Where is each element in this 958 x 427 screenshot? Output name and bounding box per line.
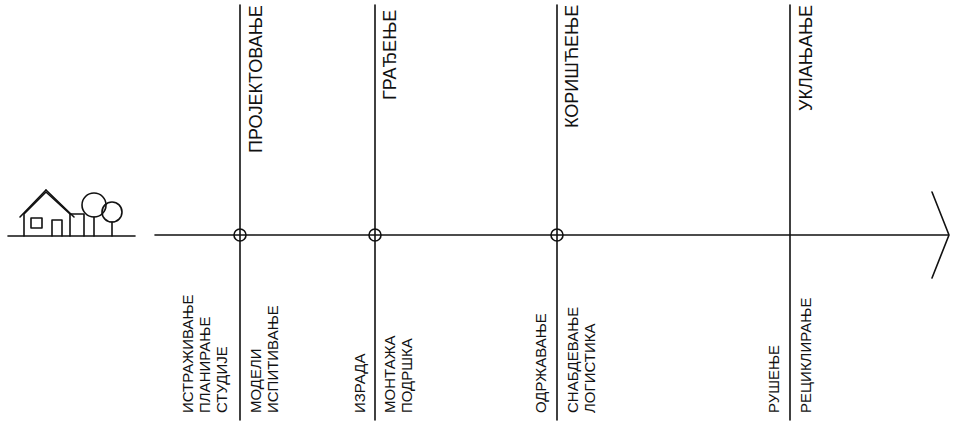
activity-label: РУШЕЊЕ (766, 345, 783, 413)
phase-title: ГРАЂЕЊЕ (381, 10, 401, 100)
phase-divider (239, 5, 241, 420)
phase-divider (556, 5, 558, 420)
activity-label: ИЗРАДА (352, 353, 369, 413)
activity-label: ПЛАНИРАЊЕ (197, 317, 214, 413)
phase-title: КОРИШЋЕЊЕ (563, 5, 583, 128)
ground-line (8, 235, 135, 237)
activity-label: СНАБДЕВАЊЕ (565, 307, 582, 413)
milestone-circle (369, 229, 381, 241)
tree-trunk (111, 222, 113, 236)
tree-trunk (93, 217, 95, 236)
roof-edge (46, 190, 74, 217)
activity-label: ИСПИТИВАЊЕ (265, 305, 282, 413)
activity-label: ОДРЖАВАЊЕ (533, 313, 550, 413)
roof-edge (20, 190, 46, 217)
activity-label: МОНТАЖА (382, 335, 399, 413)
activity-label: РЕЦИКЛИРАЊЕ (798, 298, 815, 413)
activity-label: ПОДРШКА (399, 338, 416, 413)
activity-label: СТУДИЈЕ (214, 346, 231, 413)
house-door (52, 220, 62, 236)
milestone-circle (551, 229, 563, 241)
phase-title: УКЛАЊАЊЕ (797, 5, 817, 111)
activity-label: ИСТРАЖИВАЊЕ (180, 294, 197, 413)
activity-label: МОДЕЛИ (248, 348, 265, 413)
house-annex (70, 214, 84, 236)
phase-title: ПРОЈЕКТОВАЊЕ (247, 5, 267, 153)
house-outline (24, 192, 70, 236)
axis-arrowhead (932, 192, 949, 278)
phase-divider (374, 5, 376, 420)
phase-divider (789, 5, 791, 420)
house-window (31, 218, 42, 228)
activity-label: ЛОГИСТИКА (582, 324, 599, 413)
tree-crown (102, 202, 122, 222)
milestone-circle (234, 229, 246, 241)
